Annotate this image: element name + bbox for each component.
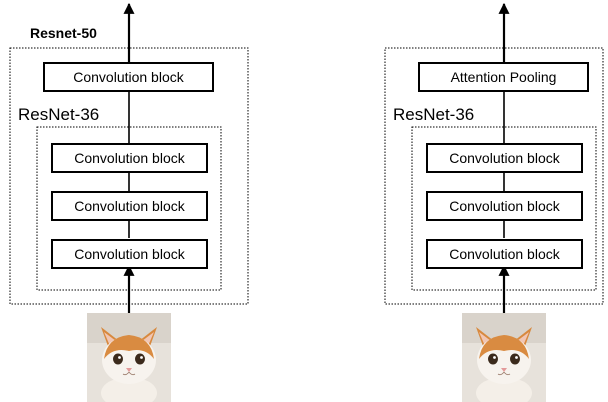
attention-pooling-block: Attention Pooling [418,62,589,92]
resnet-36-label-left: ResNet-36 [18,105,100,124]
kitten-image-right [462,313,546,402]
top-convolution-block-left: Convolution block [43,62,214,92]
resnet-36-label-right: ResNet-36 [393,105,475,124]
convolution-block-left-1: Convolution block [51,143,208,173]
kitten-image-left [87,313,171,402]
convolution-block-right-3: Convolution block [426,239,583,269]
convolution-block-right-1: Convolution block [426,143,583,173]
resnet-50-label: Resnet-50 [30,25,97,41]
convolution-block-right-2: Convolution block [426,191,583,221]
convolution-block-left-3: Convolution block [51,239,208,269]
outer-dotted-container-right [384,47,604,305]
convolution-block-left-2: Convolution block [51,191,208,221]
